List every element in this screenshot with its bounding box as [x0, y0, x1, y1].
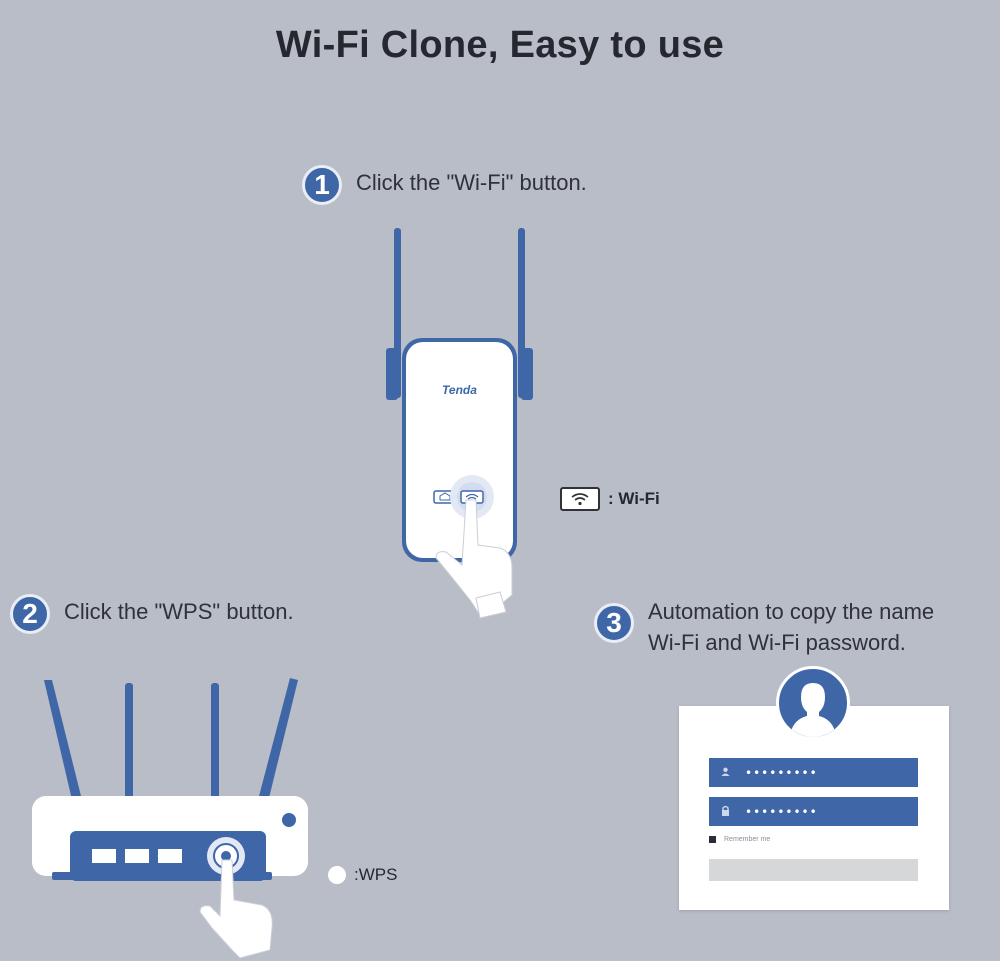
login-card: ••••••••• ••••••••• Remember me	[679, 706, 949, 910]
extender-brand: Tenda	[442, 383, 477, 397]
legend-wifi: : Wi-Fi	[560, 487, 660, 511]
avatar-icon	[776, 666, 850, 740]
login-button[interactable]	[709, 859, 918, 881]
hand-pointer-icon	[435, 499, 513, 619]
step-1-text: Click the "Wi-Fi" button.	[356, 170, 587, 195]
password-value: •••••••••	[745, 804, 818, 819]
step-2-text: Click the "WPS" button.	[64, 599, 294, 624]
username-field[interactable]: •••••••••	[709, 758, 918, 787]
hand-pointer-icon	[199, 859, 273, 959]
lock-icon	[713, 805, 737, 819]
wifi-icon	[560, 487, 600, 511]
remember-me[interactable]: Remember me	[709, 836, 770, 843]
step-2-badge: 2	[10, 594, 50, 634]
password-field[interactable]: •••••••••	[709, 797, 918, 826]
page-title: Wi-Fi Clone, Easy to use	[275, 24, 725, 66]
extender-device	[402, 338, 517, 562]
wps-dot-icon	[328, 866, 346, 884]
step-1-badge: 1	[302, 165, 342, 205]
step-1: 1 Click the "Wi-Fi" button.	[302, 165, 587, 205]
remember-checkbox[interactable]	[709, 836, 716, 843]
legend-wifi-label: : Wi-Fi	[608, 489, 660, 508]
router-antennas	[44, 678, 298, 802]
step-3-badge: 3	[594, 603, 634, 643]
router-device	[32, 796, 308, 881]
step-3: 3 Automation to copy the name Wi-Fi and …	[594, 596, 1000, 658]
step-3-text: Automation to copy the name Wi-Fi and Wi…	[648, 599, 935, 655]
legend-wps-label: :WPS	[354, 865, 398, 884]
user-icon	[713, 767, 737, 779]
remember-label: Remember me	[724, 836, 771, 843]
extender-antennas	[386, 228, 533, 400]
username-value: •••••••••	[745, 765, 818, 780]
step-2: 2 Click the "WPS" button.	[10, 594, 294, 634]
legend-wps: :WPS	[328, 865, 397, 885]
